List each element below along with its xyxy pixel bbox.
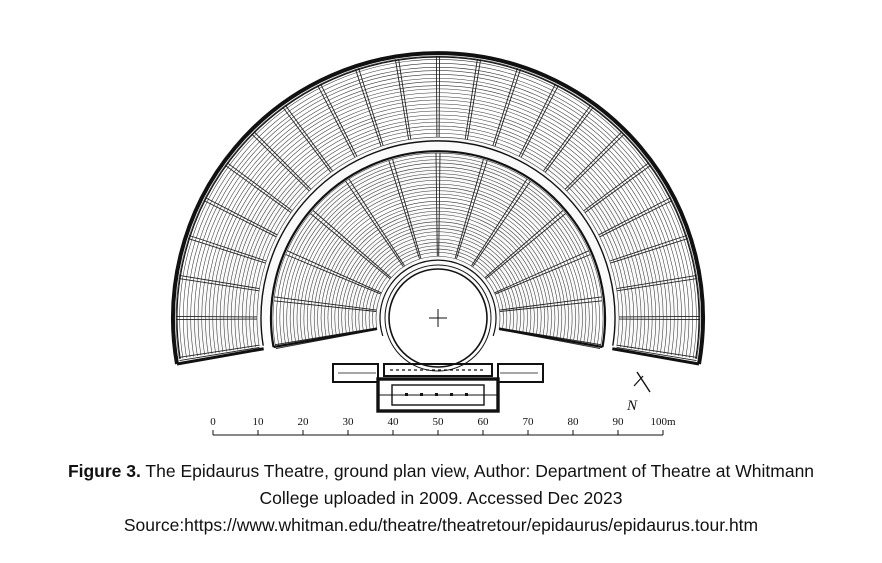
skene-stage-building xyxy=(332,363,544,413)
caption-line-2: College uploaded in 2009. Accessed Dec 2… xyxy=(259,488,623,508)
scale-tick-label: 30 xyxy=(343,416,355,428)
scale-tick-label: 40 xyxy=(388,416,400,428)
caption-label: Figure 3. xyxy=(67,461,141,481)
scale-tick-label: 90 xyxy=(613,416,625,428)
caption-text-1: The Epidaurus Theatre, ground plan view,… xyxy=(140,461,815,481)
scale-tick-label: 20 xyxy=(298,416,310,428)
scale-bar: 0 10 20 30 40 50 60 70 80 90 100m xyxy=(210,416,676,436)
north-arrow: N xyxy=(626,371,651,414)
scale-tick-label: 50 xyxy=(433,416,445,428)
north-label: N xyxy=(626,398,638,414)
figure-caption: Figure 3. The Epidaurus Theatre, ground … xyxy=(0,458,882,539)
theatre-ground-plan: N 0 10 20 30 40 50 60 70 80 90 100m xyxy=(171,51,705,436)
caption-source: Source:https://www.whitman.edu/theatre/t… xyxy=(123,515,759,535)
orchestra-circle xyxy=(379,259,497,372)
scale-tick-label: 60 xyxy=(478,416,490,428)
scale-tick-label: 0 xyxy=(210,416,216,428)
scale-tick-label: 10 xyxy=(253,416,265,428)
scale-tick-label: 80 xyxy=(568,416,580,428)
scale-tick-label: 100m xyxy=(650,416,676,428)
scale-tick-label: 70 xyxy=(523,416,535,428)
caption-line-1: Figure 3. The Epidaurus Theatre, ground … xyxy=(0,458,882,485)
